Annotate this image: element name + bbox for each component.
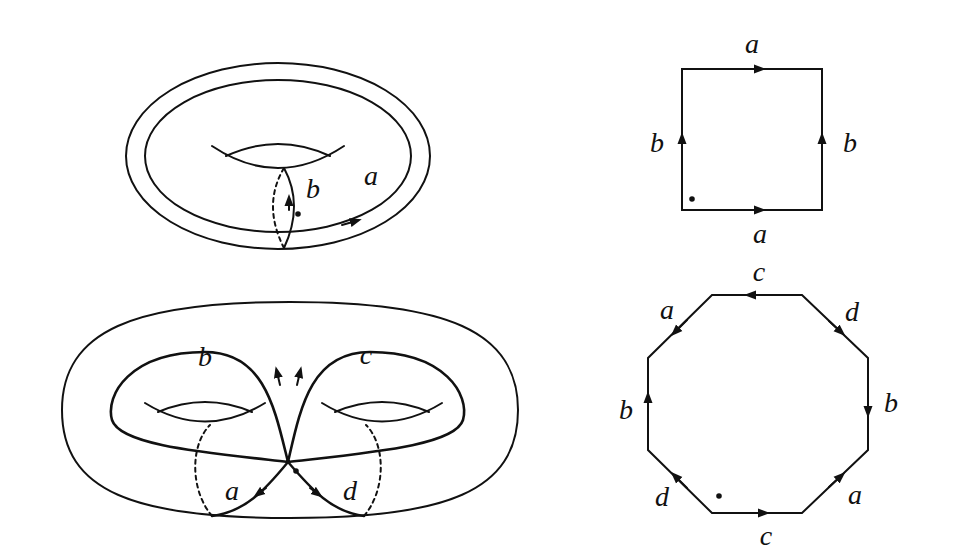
loop-label: b bbox=[650, 129, 664, 157]
loop-label: c bbox=[360, 341, 372, 369]
octagon-polygon bbox=[648, 295, 868, 513]
loop-label: d bbox=[343, 477, 357, 505]
loop-label: a bbox=[364, 162, 378, 190]
loop-label: d bbox=[655, 483, 669, 511]
torus bbox=[126, 63, 430, 249]
loop-label: b bbox=[884, 389, 898, 417]
square-polygon bbox=[682, 69, 822, 210]
loop-label: a bbox=[660, 296, 674, 324]
loop-label: b bbox=[198, 343, 212, 371]
loop-label: a bbox=[745, 30, 759, 58]
loop-label: c bbox=[753, 258, 765, 286]
loop-label: c bbox=[760, 522, 772, 550]
loop-label: a bbox=[225, 477, 239, 505]
genus-two-surface bbox=[62, 302, 518, 518]
loop-label: b bbox=[306, 175, 320, 203]
loop-label: a bbox=[848, 481, 862, 509]
loop-label: d bbox=[845, 298, 859, 326]
loop-label: b bbox=[843, 129, 857, 157]
loop-label: b bbox=[619, 396, 633, 424]
loop-label: a bbox=[753, 220, 767, 248]
